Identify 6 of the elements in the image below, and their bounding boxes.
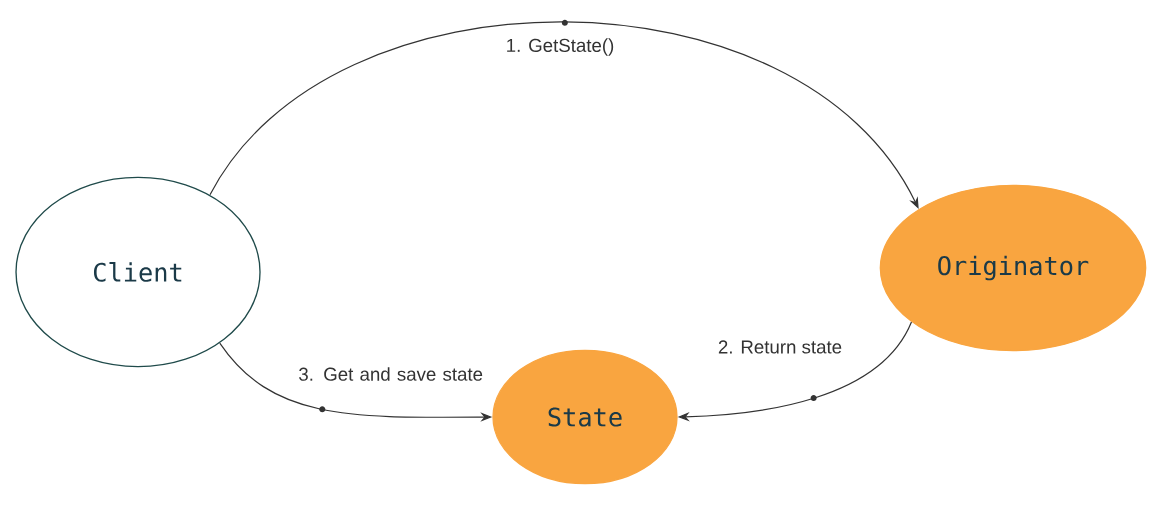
ellipse-node: Client bbox=[15, 176, 261, 368]
ellipse-node: State bbox=[492, 349, 678, 485]
edge-label: 3. Get and save state bbox=[299, 367, 483, 381]
ellipse-node: Originator bbox=[879, 184, 1147, 352]
edge-label: 2. Return state bbox=[718, 340, 842, 354]
edge-label: 1. GetState() bbox=[507, 38, 614, 56]
